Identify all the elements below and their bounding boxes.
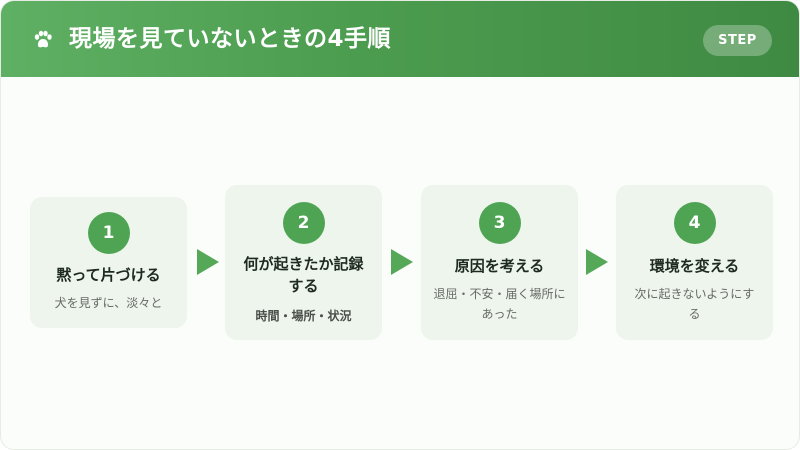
arrow-right-icon — [197, 249, 219, 275]
step-title: 何が起きたか記録する — [243, 255, 364, 295]
arrow-right-icon — [391, 249, 413, 275]
step-number-badge: 4 — [673, 202, 716, 244]
step-title: 原因を考える — [454, 257, 545, 275]
arrow-right-icon — [586, 249, 608, 275]
paw-icon — [34, 30, 52, 48]
step-description: 時間・場所・状況 — [255, 309, 352, 323]
step-number-badge: 2 — [282, 202, 325, 244]
step-title: 環境を変える — [649, 257, 740, 275]
step-description: 犬を見ずに、淡々と — [54, 296, 163, 310]
page-title: 現場を見ていないときの4手順 — [69, 26, 392, 52]
header-bar: 現場を見ていないときの4手順 STEP — [1, 1, 799, 77]
step-badge: STEP — [703, 25, 772, 56]
step-description: 次に起きないようにする — [634, 287, 755, 321]
step-card-3: 3 原因を考える 退屈・不安・届く場所にあった — [421, 185, 578, 340]
step-number-badge: 3 — [478, 202, 521, 244]
step-card-4: 4 環境を変える 次に起きないようにする — [616, 185, 773, 340]
step-card-2: 2 何が起きたか記録する 時間・場所・状況 — [225, 185, 382, 340]
step-description: 退屈・不安・届く場所にあった — [433, 287, 566, 321]
step-number-badge: 1 — [87, 212, 130, 254]
step-title: 黙って片づける — [56, 266, 161, 284]
step-card-1: 1 黙って片づける 犬を見ずに、淡々と — [30, 197, 187, 328]
